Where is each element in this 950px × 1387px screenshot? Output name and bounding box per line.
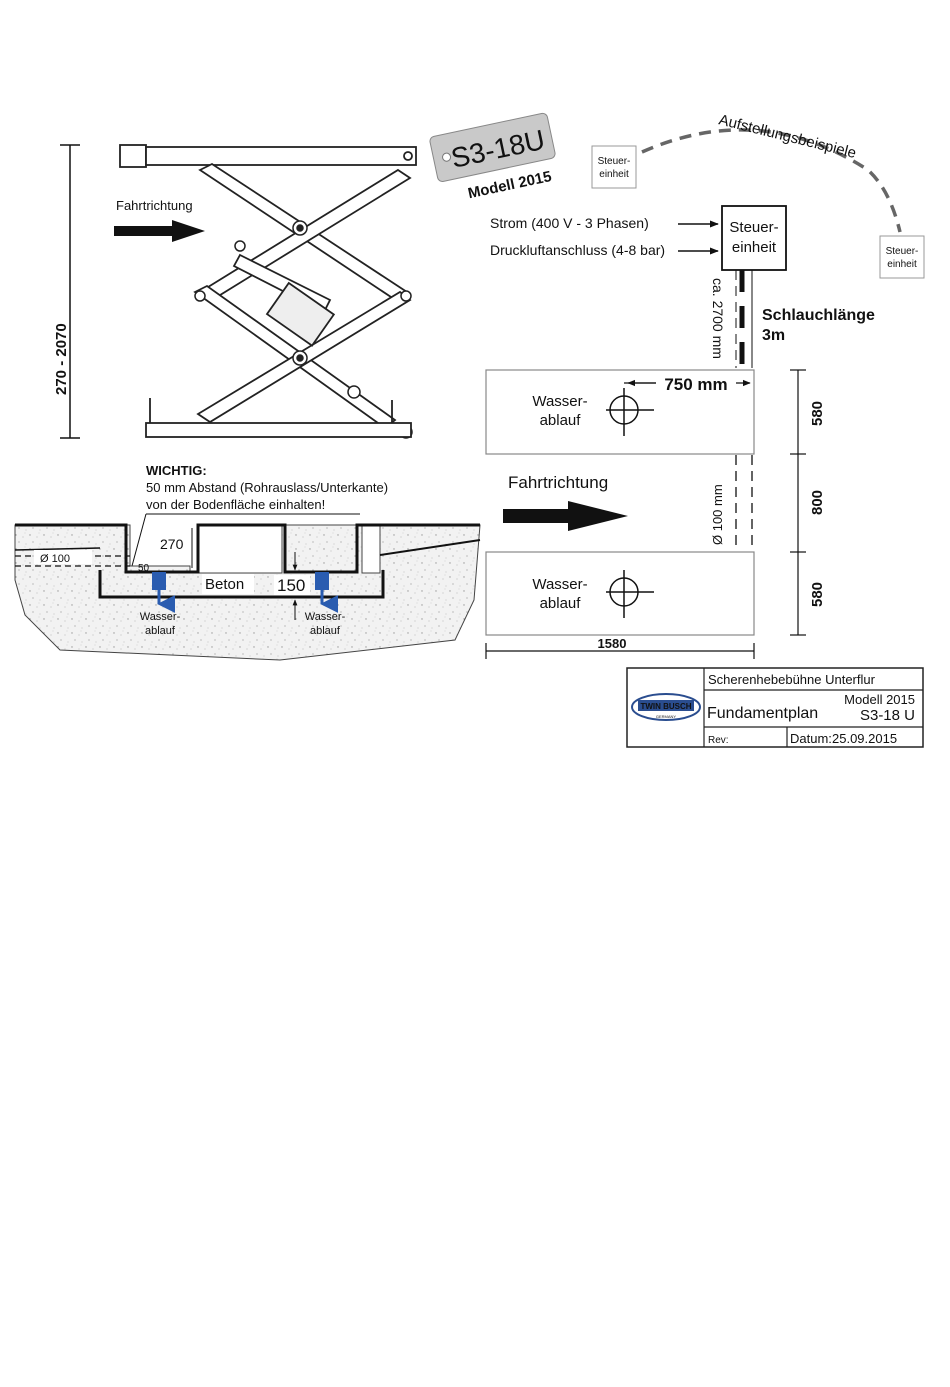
drain-left-block [152, 572, 166, 590]
lower-pit [485, 551, 755, 636]
lower-drain-crosshair [606, 570, 654, 618]
note-line1: 50 mm Abstand (Rohrauslass/Unterkante) [146, 480, 388, 495]
power-label: Strom (400 V - 3 Phasen) [490, 215, 649, 231]
offset-750-label: 750 mm [664, 375, 727, 394]
small-unit-right-line2: einheit [887, 259, 917, 270]
dim-1580: 1580 [598, 636, 627, 651]
upper-drain-crosshair [606, 388, 654, 436]
upper-drain-label-line1: Wasser- [532, 393, 587, 410]
small-control-unit-left [591, 145, 637, 189]
direction-arrow-plan [503, 501, 628, 531]
note-title: WICHTIG: [146, 463, 207, 478]
cross-section: WICHTIG: 50 mm Abstand (Rohrauslass/Unte… [14, 463, 481, 661]
note-line2: von der Bodenfläche einhalten! [146, 497, 325, 512]
direction-arrow-side [114, 220, 205, 242]
control-unit-label-line1: Steuer- [729, 219, 778, 236]
title-model-year: Modell 2015 [844, 692, 915, 707]
small-unit-left-line1: Steuer- [598, 156, 631, 167]
logo-sub: GERMANY [656, 714, 677, 719]
twin-busch-logo: TWIN BUSCH GERMANY [631, 693, 701, 721]
direction-label-side: Fahrtrichtung [116, 198, 193, 213]
drain-left-label-line1: Wasser- [140, 611, 181, 623]
logo-text: TWIN BUSCH [640, 702, 691, 711]
title-block: TWIN BUSCH GERMANY Scherenhebebühne Unte… [626, 667, 924, 748]
small-unit-right-line1: Steuer- [886, 246, 919, 257]
small-unit-left-line2: einheit [599, 169, 629, 180]
rev-label: Rev: [708, 735, 729, 746]
pit-outline [15, 523, 480, 574]
small-control-unit-right [879, 235, 925, 279]
control-unit-area: Strom (400 V - 3 Phasen) Druckluftanschl… [490, 205, 875, 368]
product-name: Scherenhebebühne Unterflur [708, 672, 876, 687]
date-value: 25.09.2015 [832, 731, 897, 746]
top-platform [145, 146, 417, 166]
layout-arc-label: Aufstellungsbeispiele [717, 111, 858, 162]
concrete-label: Beton [205, 576, 244, 593]
concrete-slab-outline [98, 570, 385, 599]
scissor-arms [193, 162, 412, 430]
dim-150: 150 [277, 576, 305, 595]
hose-length-line1: Schlauchlänge [762, 307, 875, 324]
date-label: Datum: [790, 731, 832, 746]
base-frame [145, 422, 412, 438]
dim-50: 50 [138, 563, 150, 574]
hose-length-line2: 3m [762, 327, 785, 344]
dim-800: 800 [809, 490, 826, 515]
control-unit-label-line2: einheit [732, 239, 777, 256]
air-label: Druckluftanschluss (4-8 bar) [490, 242, 665, 258]
height-range-label: 270 - 2070 [53, 323, 70, 395]
foundation-plan-top-view: Wasser- ablauf 750 mm Fahrtrichtung Ø 10… [485, 369, 826, 659]
model-badge: S3-18U Modell 2015 [429, 112, 556, 202]
scissor-lift-side-view: 270 - 2070 Fahrtrichtung [53, 144, 417, 439]
pipe-diameter-section: Ø 100 [40, 553, 70, 565]
drain-left-label-line2: ablauf [145, 625, 176, 637]
dim-580-top: 580 [809, 401, 826, 426]
lower-drain-label-line1: Wasser- [532, 576, 587, 593]
direction-label-plan: Fahrtrichtung [508, 473, 608, 492]
dim-580-bottom: 580 [809, 582, 826, 607]
platform-end-cap [119, 144, 147, 168]
hose-distance-label: ca. 2700 mm [710, 278, 726, 359]
title-model-code: S3-18 U [860, 707, 915, 724]
lower-drain-label-line2: ablauf [540, 595, 582, 612]
drain-right-label-line1: Wasser- [305, 611, 346, 623]
upper-drain-label-line2: ablauf [540, 412, 582, 429]
drain-right-block [315, 572, 329, 590]
pipe-diameter-label: Ø 100 mm [710, 484, 725, 545]
dim-270: 270 [160, 536, 184, 552]
drawing-title: Fundamentplan [707, 705, 818, 722]
control-unit-box [721, 205, 787, 271]
drain-right-label-line2: ablauf [310, 625, 341, 637]
